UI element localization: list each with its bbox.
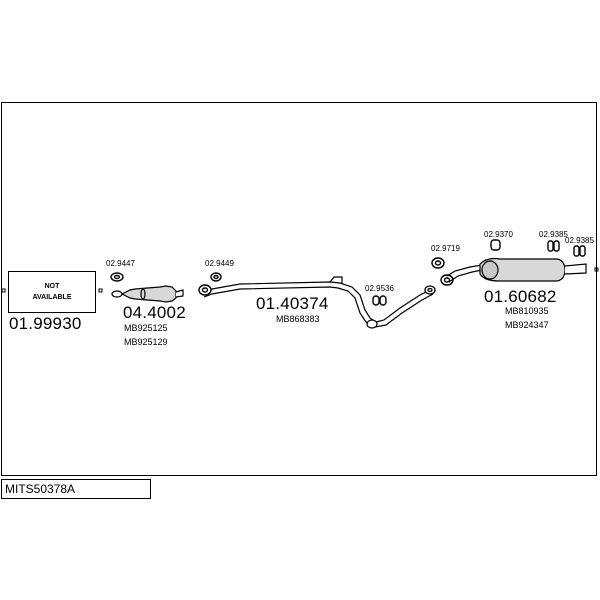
hanger-02-9385-b bbox=[573, 245, 586, 257]
clamp-02-9449 bbox=[198, 272, 222, 296]
not-available-line1: NOT bbox=[44, 283, 60, 290]
fitting-02-9536: 02.9536 bbox=[365, 284, 394, 293]
left-edge-marker bbox=[1, 288, 6, 293]
hanger-02-9385-a bbox=[547, 240, 560, 252]
diagram-code: MITS50378A bbox=[5, 482, 76, 496]
fitting-02-9449: 02.9449 bbox=[205, 259, 234, 268]
ref-mb924347: MB924347 bbox=[505, 320, 549, 330]
na-box-marker bbox=[98, 288, 103, 293]
ref-mb868383: MB868383 bbox=[276, 314, 320, 324]
part-number-01-99930: 01.99930 bbox=[9, 314, 82, 333]
part-number-01-60682: 01.60682 bbox=[484, 287, 557, 306]
ref-mb810935: MB810935 bbox=[505, 306, 549, 316]
not-available-line2: AVAILABLE bbox=[32, 294, 72, 301]
fitting-02-9719: 02.9719 bbox=[431, 244, 460, 253]
part-number-01-40374: 01.40374 bbox=[256, 294, 329, 313]
diagram-code-box: MITS50378A bbox=[1, 479, 151, 499]
hanger-02-9370 bbox=[490, 239, 501, 251]
bracket-02-9536 bbox=[372, 295, 387, 306]
clamp-02-9447 bbox=[110, 272, 124, 282]
fitting-02-9447: 02.9447 bbox=[106, 259, 135, 268]
pipe-joint bbox=[424, 285, 436, 295]
fitting-02-9370: 02.9370 bbox=[484, 230, 513, 239]
right-edge-marker bbox=[594, 267, 599, 272]
clamp-02-9719 bbox=[431, 257, 454, 286]
ref-mb925125: MB925125 bbox=[124, 323, 168, 333]
fitting-02-9385-a: 02.9385 bbox=[539, 230, 568, 239]
part-number-04-4002: 04.4002 bbox=[123, 303, 186, 322]
ref-mb925129: MB925129 bbox=[124, 337, 168, 347]
not-available-box: NOT AVAILABLE bbox=[8, 271, 96, 313]
intermediate-pipe bbox=[203, 276, 434, 329]
rear-silencer bbox=[446, 257, 587, 283]
fitting-02-9385-b: 02.9385 bbox=[565, 236, 594, 245]
catalytic-converter bbox=[111, 285, 184, 303]
